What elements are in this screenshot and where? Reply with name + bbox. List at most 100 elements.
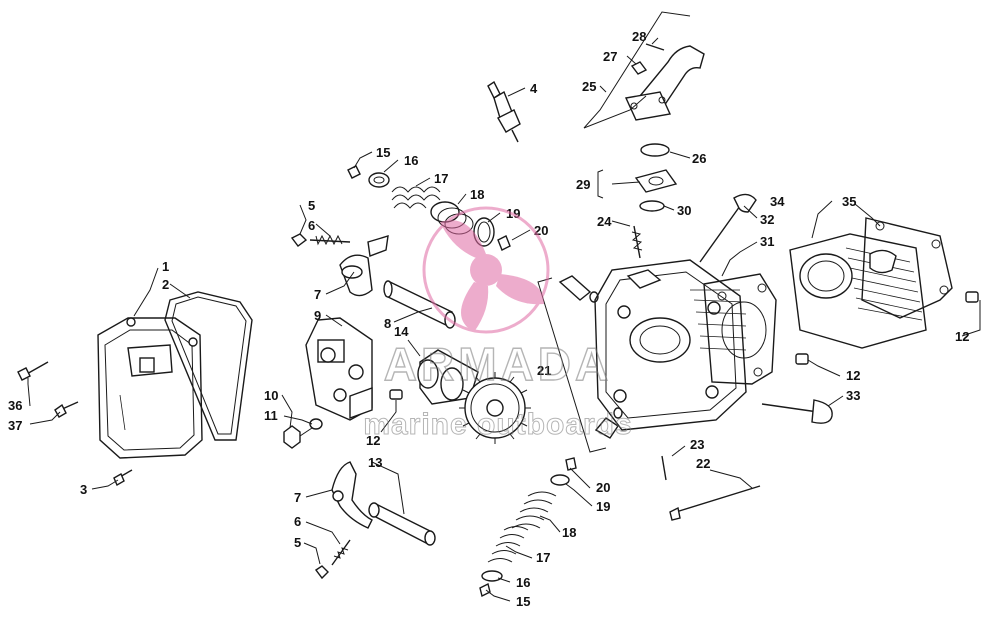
callout-3: 3 <box>80 482 87 497</box>
callout-9: 9 <box>314 308 321 323</box>
washer-nut-10-11 <box>283 418 323 449</box>
callout-12-cylinder-right: 12 <box>955 329 969 344</box>
watermark-tagline: marine outboards <box>363 408 632 441</box>
callout-15-lower: 15 <box>516 594 530 609</box>
inner-spring-17b <box>487 526 529 563</box>
callout-23: 23 <box>690 437 704 452</box>
callout-5-lower: 5 <box>294 535 301 550</box>
cylinder <box>789 233 927 349</box>
leader-lines <box>27 11 981 602</box>
spring-seat-19b <box>550 474 570 486</box>
long-stud-22 <box>669 485 761 521</box>
adjuster-screw-lower <box>314 539 351 580</box>
callout-1: 1 <box>162 259 169 274</box>
callout-16-upper: 16 <box>404 153 418 168</box>
valve-guide-21b <box>594 407 623 439</box>
nut-27 <box>630 61 648 75</box>
callout-22: 22 <box>696 456 710 471</box>
exhaust-valve <box>761 399 833 424</box>
callout-11: 11 <box>264 408 278 423</box>
callout-14: 14 <box>394 324 409 339</box>
inner-spring-17a <box>391 186 441 209</box>
stud-24 <box>631 225 643 259</box>
spring-retainer-16a <box>368 172 390 188</box>
callout-32: 32 <box>760 212 774 227</box>
outer-spring-18b <box>511 491 557 529</box>
callout-18-upper: 18 <box>470 187 484 202</box>
head-gasket <box>703 273 777 385</box>
callout-31: 31 <box>760 234 774 249</box>
propeller-logo-icon <box>422 206 550 334</box>
insulator-29 <box>634 169 678 193</box>
watermark-brand: ARMADA <box>384 338 612 390</box>
callout-30: 30 <box>677 203 691 218</box>
bolt-28 <box>645 43 665 51</box>
callout-4: 4 <box>530 81 538 96</box>
callout-numbers: 1 2 3 4 5 6 7 8 9 10 11 12 13 14 15 16 1… <box>8 29 969 609</box>
callout-18-lower: 18 <box>562 525 576 540</box>
callout-15-upper: 15 <box>376 145 390 160</box>
callout-21: 21 <box>537 363 551 378</box>
callout-19-lower: 19 <box>596 499 610 514</box>
callout-8: 8 <box>384 316 391 331</box>
callout-6-lower: 6 <box>294 514 301 529</box>
callout-33: 33 <box>846 388 860 403</box>
dowel-pin-12a <box>389 389 403 400</box>
valve-cover <box>97 317 203 459</box>
spring-seat-19a <box>473 217 495 247</box>
callout-7-upper: 7 <box>314 287 321 302</box>
cover-bolt-3 <box>113 469 133 486</box>
cover-bolt-36 <box>17 361 49 381</box>
cam-sprocket <box>459 372 531 444</box>
valve-keeper-15b <box>479 582 491 598</box>
callout-7-lower: 7 <box>294 490 301 505</box>
callout-28: 28 <box>632 29 646 44</box>
intake-pipe <box>624 45 705 121</box>
rocker-arm-holder <box>305 317 373 421</box>
callout-6-upper: 6 <box>308 218 315 233</box>
callout-10: 10 <box>264 388 278 403</box>
valve-seal-20b <box>565 457 577 471</box>
callout-34: 34 <box>770 194 785 209</box>
stud-23 <box>661 455 667 481</box>
callout-12-head: 12 <box>366 433 380 448</box>
callout-36: 36 <box>8 398 22 413</box>
rocker-arm-upper <box>339 235 389 297</box>
callout-26: 26 <box>692 151 706 166</box>
spring-retainer-16b <box>481 570 503 582</box>
valve-guide-21a <box>558 275 599 303</box>
callout-35: 35 <box>842 194 856 209</box>
dowel-pin-12b <box>965 291 979 303</box>
valve-seal-20a <box>497 235 511 251</box>
callout-27: 27 <box>603 49 617 64</box>
callout-13: 13 <box>368 455 382 470</box>
intake-valve <box>699 193 757 263</box>
bracket-21 <box>537 277 607 453</box>
callout-20-lower: 20 <box>596 480 610 495</box>
cylinder-head <box>594 259 747 431</box>
callout-5-upper: 5 <box>308 198 315 213</box>
spark-plug <box>487 80 521 143</box>
valve-keeper-15a <box>347 165 361 179</box>
callout-29: 29 <box>576 177 590 192</box>
callout-17-lower: 17 <box>536 550 550 565</box>
valve-cover-gasket <box>164 291 253 441</box>
rocker-arm-lower <box>331 461 373 529</box>
callout-25: 25 <box>582 79 596 94</box>
dowel-pin-12c <box>795 353 809 365</box>
adjuster-screw-upper <box>290 233 351 247</box>
o-ring-26 <box>640 143 670 157</box>
cylinder-base-gasket <box>861 217 953 319</box>
o-ring-30 <box>639 200 665 212</box>
callout-16-lower: 16 <box>516 575 530 590</box>
callout-17-upper: 17 <box>434 171 448 186</box>
cover-bolt-37 <box>54 401 79 418</box>
callout-37: 37 <box>8 418 22 433</box>
watermark: ARMADA marine outboards <box>363 206 632 442</box>
callout-24: 24 <box>597 214 612 229</box>
callout-12-cylinder-left: 12 <box>846 368 860 383</box>
rocker-shaft-upper <box>383 280 456 329</box>
rocker-shaft-lower <box>368 502 436 546</box>
